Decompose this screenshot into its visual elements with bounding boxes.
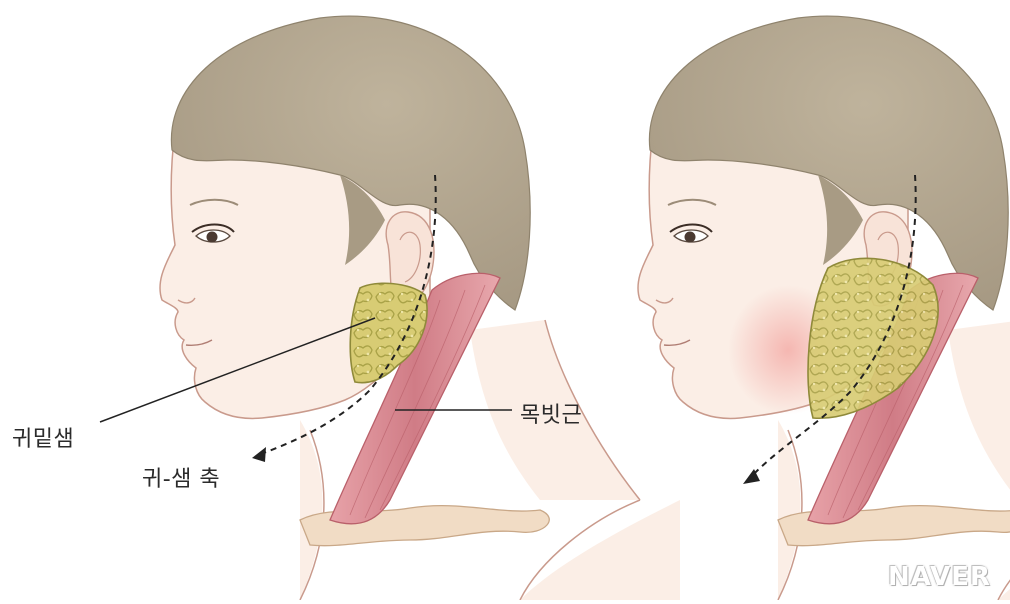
naver-watermark: NAVER — [888, 562, 991, 592]
ear-gland-axis-label: 귀-샘 축 — [142, 461, 220, 493]
parotid-gland-label: 귀밑샘 — [12, 421, 74, 453]
swollen-head-illustration — [638, 16, 1010, 600]
sternocleidomastoid-label: 목빗근 — [520, 397, 582, 429]
normal-head-illustration — [100, 16, 680, 600]
